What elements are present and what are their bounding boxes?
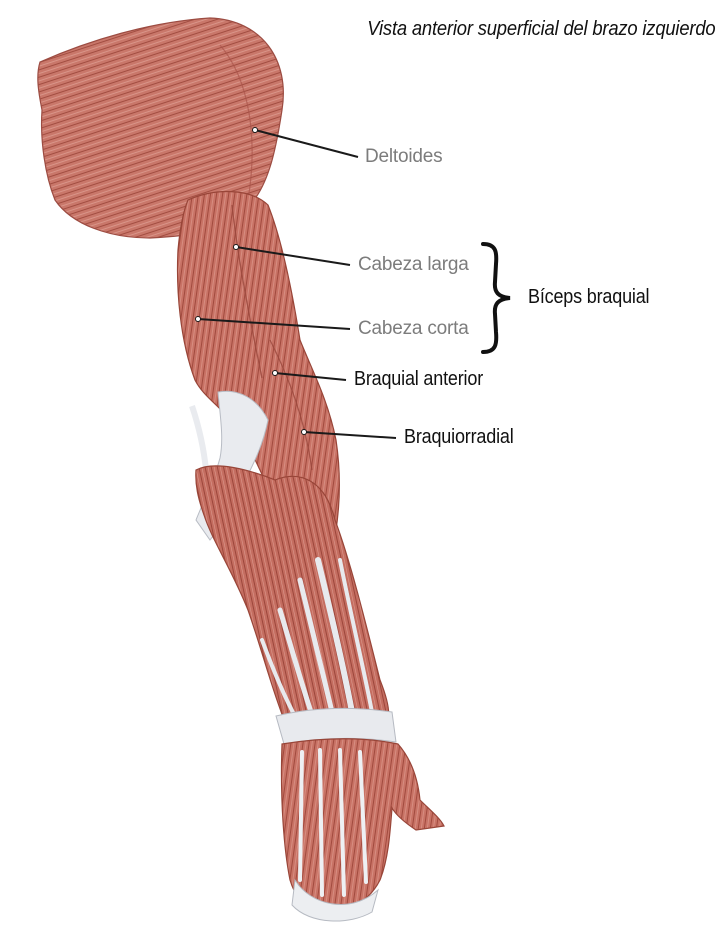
- figure-title: Vista anterior superficial del brazo izq…: [367, 18, 715, 41]
- label-cabeza-corta: Cabeza corta: [358, 318, 469, 340]
- label-braquiorradial: Braquiorradial: [404, 426, 514, 449]
- forearm-muscles: [196, 466, 389, 722]
- label-cabeza-larga: Cabeza larga: [358, 254, 469, 276]
- label-braquial-anterior: Braquial anterior: [354, 368, 483, 391]
- label-biceps-braquial: Bíceps braquial: [528, 286, 649, 309]
- label-deltoides: Deltoides: [365, 146, 442, 168]
- curly-brace: [483, 244, 510, 352]
